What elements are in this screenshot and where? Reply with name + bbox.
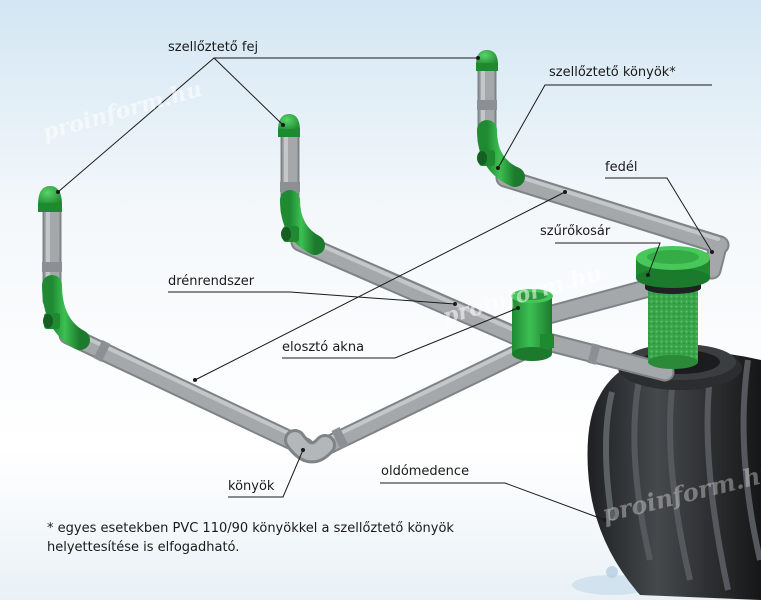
label-filter-basket: szűrőkosár: [540, 224, 611, 239]
label-elbow: könyök: [228, 479, 275, 494]
footnote: * egyes esetekben PVC 110/90 könyökkel a…: [47, 519, 454, 557]
label-vent-elbow: szellőztető könyök*: [549, 65, 676, 80]
label-lid: fedél: [605, 160, 638, 175]
footnote-line-1: * egyes esetekben PVC 110/90 könyökkel a…: [47, 521, 454, 536]
leader-lines: [57, 57, 713, 521]
water-drop: [606, 566, 618, 578]
label-drain-system: drénrendszer: [168, 274, 255, 289]
elbow-fitting: [284, 429, 336, 464]
label-septic-tank: oldómedence: [381, 464, 470, 479]
label-vent-head: szellőztető fej: [168, 40, 259, 55]
footnote-line-2: helyettesítése is elfogadható.: [47, 540, 240, 555]
distribution-shaft: [511, 289, 554, 361]
lid: [636, 246, 710, 288]
filter-basket: [645, 278, 701, 369]
vent-elbows: [42, 120, 525, 350]
leader-pointers: [56, 56, 714, 522]
label-distribution-shaft: elosztó akna: [282, 340, 365, 355]
